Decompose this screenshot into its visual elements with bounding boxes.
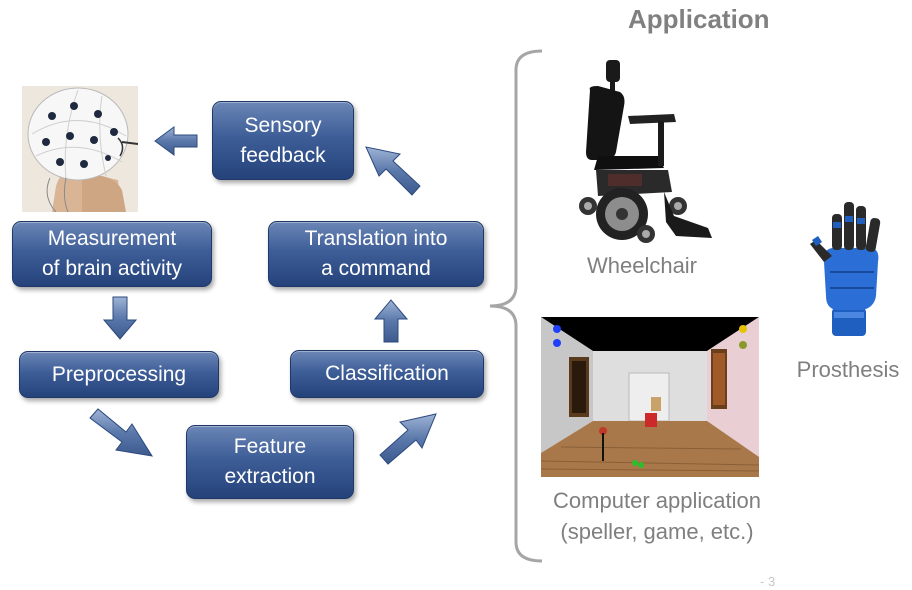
- computer-application-caption: Computer application (speller, game, etc…: [526, 485, 788, 547]
- preprocessing-label: Preprocessing: [51, 362, 187, 386]
- measurement-box: Measurement of brain activity: [12, 221, 212, 287]
- prosthesis-caption: Prosthesis: [796, 357, 900, 382]
- sensory-line-1: Sensory: [244, 113, 322, 137]
- arrow-measurement-to-preprocessing: [103, 296, 137, 340]
- computer-application-line-2: (speller, game, etc.): [560, 519, 754, 544]
- feature-line-2: extraction: [224, 465, 316, 488]
- feature-line-1: Feature: [233, 435, 307, 458]
- translation-box: Translation into a command: [268, 221, 484, 287]
- eeg-cap-photo: [22, 86, 138, 212]
- classification-label: Classification: [325, 362, 449, 385]
- measurement-line-1: Measurement: [47, 227, 177, 250]
- application-heading: Application: [628, 4, 770, 34]
- wheelchair-icon: [579, 60, 712, 243]
- arrow-feedback-to-user: [154, 126, 198, 156]
- measurement-line-2: of brain activity: [41, 257, 183, 280]
- page-number: - 3: [760, 574, 776, 589]
- preprocessing-box: Preprocessing: [19, 351, 219, 398]
- feature-extraction-box: Feature extraction: [186, 425, 354, 499]
- arrow-translation-to-feedback: [365, 146, 421, 196]
- arrow-classification-to-translation: [374, 299, 408, 343]
- computer-application-screenshot: [541, 317, 759, 477]
- translation-line-1: Translation into: [304, 227, 448, 250]
- arrow-feature-to-classification: [379, 413, 437, 465]
- translation-line-2: a command: [321, 257, 431, 280]
- sensory-line-2: feedback: [240, 143, 326, 167]
- wheelchair-caption: Wheelchair: [586, 253, 698, 278]
- application-brace: [489, 49, 543, 563]
- arrow-preprocessing-to-feature: [89, 408, 154, 457]
- prosthesis-hand-icon: [810, 202, 881, 336]
- sensory-feedback-box: Sensory feedback: [212, 101, 354, 180]
- computer-application-line-1: Computer application: [553, 488, 761, 513]
- classification-box: Classification: [290, 350, 484, 398]
